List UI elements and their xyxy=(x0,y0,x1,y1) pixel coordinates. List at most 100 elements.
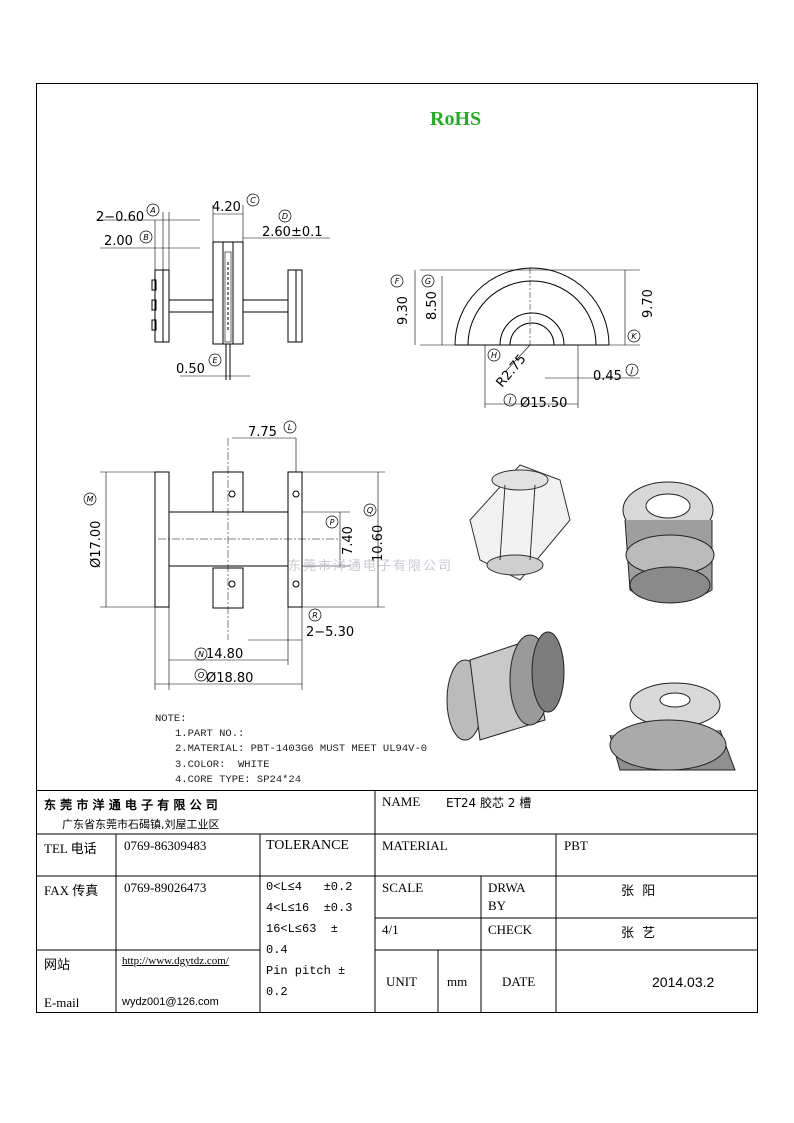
unit-label: UNIT xyxy=(386,974,418,989)
check-label: CHECK xyxy=(488,922,533,937)
side-view xyxy=(96,205,330,380)
name-label: NAME xyxy=(382,794,421,809)
dim-p: 7.40 xyxy=(341,526,356,555)
callout-circle-b xyxy=(139,230,153,244)
callout-circle-m xyxy=(83,492,97,506)
callout-label-k: K xyxy=(631,332,637,341)
callout-label-a: A xyxy=(149,206,155,215)
callout-circle-h xyxy=(487,348,501,362)
dim-f: 9.30 xyxy=(396,296,411,325)
date-value: 2014.03.2 xyxy=(652,974,715,990)
date-label: DATE xyxy=(502,974,536,989)
tolerance-1: 0<L≤4 ±0.2 xyxy=(266,880,353,894)
callout-label-r: R xyxy=(312,611,318,620)
scale-value: 4/1 xyxy=(382,922,399,937)
title-block: 东 莞 市 洋 通 电 子 有 限 公 司 广东省东莞市石碣镇,刘屋工业区 NA… xyxy=(36,790,758,1013)
tolerance-5: Pin pitch ± xyxy=(266,964,346,978)
tolerance-6: 0.2 xyxy=(266,985,288,999)
callout-circle-n xyxy=(194,647,208,661)
callout-label-g: G xyxy=(425,277,431,286)
callout-label-d: D xyxy=(282,212,288,221)
unit-value: mm xyxy=(447,974,468,989)
notes-line-1: 1.PART NO.: xyxy=(175,728,245,741)
callout-label-l: L xyxy=(288,423,292,432)
watermark: 东莞市洋通电子有限公司 xyxy=(288,559,454,574)
callout-circle-g xyxy=(421,274,435,288)
scale-label: SCALE xyxy=(382,880,424,895)
callout-label-e: E xyxy=(212,356,218,365)
notes-title: NOTE: xyxy=(155,713,187,725)
render-2 xyxy=(622,481,715,604)
callout-circle-p xyxy=(325,515,339,529)
dim-q: 10.60 xyxy=(371,525,386,562)
callout-label-b: B xyxy=(143,233,149,242)
callout-circle-e xyxy=(208,353,222,367)
fax-value: 0769-89026473 xyxy=(124,880,207,895)
callout-circle-a xyxy=(146,203,160,217)
callout-label-p: P xyxy=(330,518,335,527)
callout-label-f: F xyxy=(395,277,400,286)
dim-a: 2−0.60 xyxy=(96,210,144,225)
callout-circle-j xyxy=(625,363,639,377)
dim-b: 2.00 xyxy=(104,234,133,249)
email-label: E-mail xyxy=(44,995,80,1010)
callout-circle-d xyxy=(278,209,292,223)
callout-circle-i xyxy=(503,393,517,407)
callout-circle-f xyxy=(390,274,404,288)
render-4 xyxy=(609,682,736,771)
email-value: wydz001@126.com xyxy=(122,996,219,1008)
material-label: MATERIAL xyxy=(382,838,448,853)
callout-circle-o xyxy=(194,668,208,682)
fax-label: FAX 传真 xyxy=(44,883,99,898)
callout-circle-r xyxy=(308,608,322,622)
callout-label-n: N xyxy=(198,650,204,659)
end-view xyxy=(414,267,640,408)
company-address: 广东省东莞市石碣镇,刘屋工业区 xyxy=(62,818,220,831)
callout-label-m: M xyxy=(87,495,94,504)
rohs-mark: RoHS xyxy=(430,108,482,130)
notes-line-4: 4.CORE TYPE: SP24*24 xyxy=(175,773,302,786)
tel-value: 0769-86309483 xyxy=(124,838,207,853)
dim-c: 4.20 xyxy=(212,200,241,215)
website-link[interactable]: http://www.dgytdz.com/ xyxy=(122,955,229,967)
notes-line-2: 2.MATERIAL: PBT-1403G6 MUST MEET UL94V-0 xyxy=(175,743,428,756)
dim-d: 2.60±0.1 xyxy=(262,225,323,240)
callout-circle-q xyxy=(363,503,377,517)
dim-m: Ø17.00 xyxy=(89,521,104,568)
render-3 xyxy=(446,631,565,741)
dim-o: Ø18.80 xyxy=(206,671,253,686)
callout-label-c: C xyxy=(250,196,256,205)
tel-label: TEL 电话 xyxy=(44,841,97,856)
company-name: 东 莞 市 洋 通 电 子 有 限 公 司 xyxy=(44,798,218,812)
callout-label-q: Q xyxy=(367,506,373,515)
dim-n: 14.80 xyxy=(206,647,243,662)
callout-circle-c xyxy=(246,193,260,207)
tolerance-4: 0.4 xyxy=(266,943,288,957)
drawn-label-1: DRWA xyxy=(488,880,526,895)
notes-line-3: 3.COLOR: WHITE xyxy=(175,758,270,771)
notes: NOTE: 1.PART NO.: 2.MATERIAL: PBT-1403G6 M… xyxy=(155,712,427,788)
callout-circle-l xyxy=(283,420,297,434)
dim-j: 0.45 xyxy=(593,369,622,384)
tolerance-2: 4<L≤16 ±0.3 xyxy=(266,901,353,915)
dim-g: 8.50 xyxy=(425,291,440,320)
material-value: PBT xyxy=(564,838,588,853)
render-1 xyxy=(469,464,571,581)
callout-label-h: H xyxy=(491,351,497,360)
callout-circle-k xyxy=(627,329,641,343)
dim-e: 0.50 xyxy=(176,362,205,377)
name-value: ET24 胶芯 2 槽 xyxy=(446,796,532,810)
callout-label-o: O xyxy=(198,671,204,680)
web-label: 网站 xyxy=(44,958,71,973)
drawn-label-2: BY xyxy=(488,898,507,913)
check-value: 张 艺 xyxy=(621,926,656,941)
dim-l: 7.75 xyxy=(248,425,277,440)
dim-r: 2−5.30 xyxy=(306,625,354,640)
drawn-value: 张 阳 xyxy=(621,884,656,899)
dim-k: 9.70 xyxy=(641,289,656,318)
tolerance-3: 16<L≤63 ± xyxy=(266,922,339,936)
callout-label-i: I xyxy=(509,396,512,405)
dim-h: R2.75 xyxy=(494,352,530,391)
tolerance-label: TOLERANCE xyxy=(266,838,349,853)
front-view xyxy=(100,437,385,690)
